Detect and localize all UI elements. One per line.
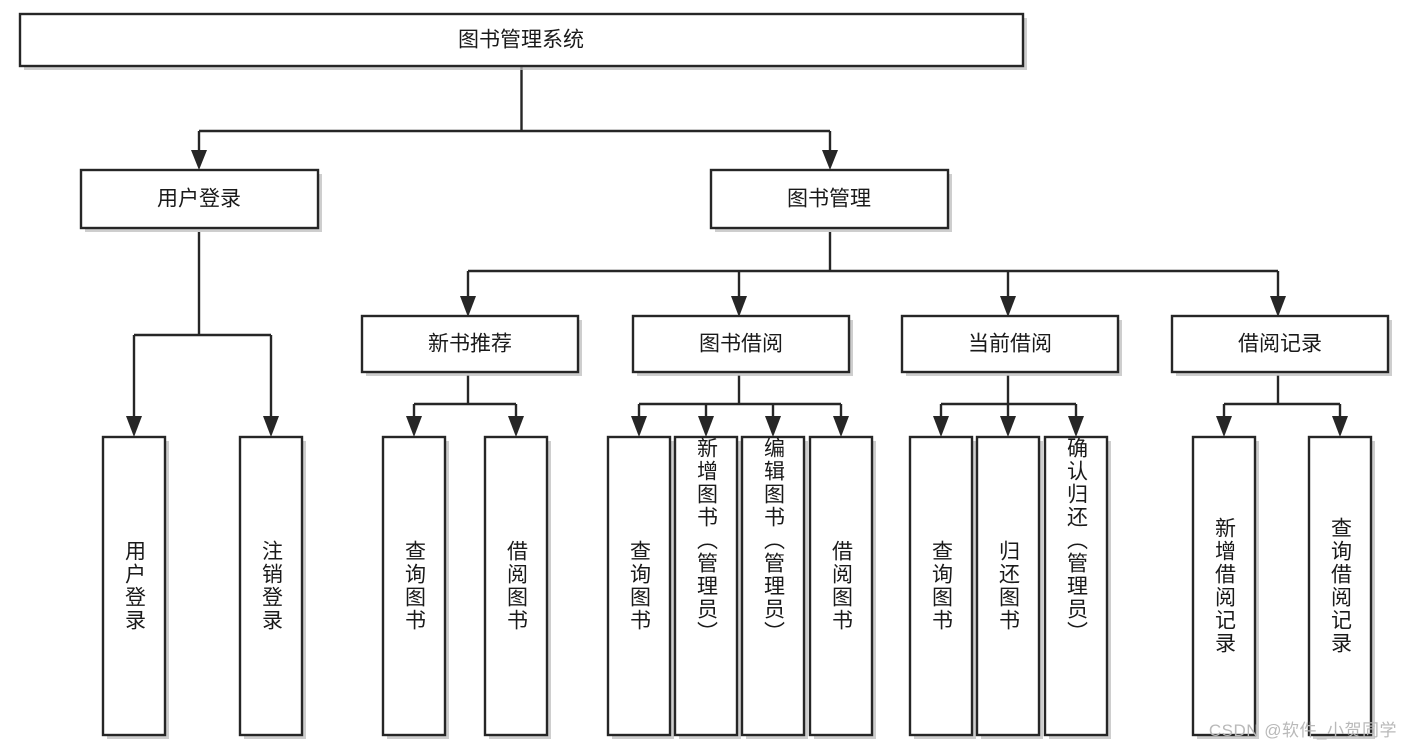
arrow-head-leaf-add-borrow-record: [1216, 416, 1232, 437]
node-book-management-label: 图书管理: [787, 188, 871, 211]
arrow-head-leaf-query-book-2: [631, 416, 647, 437]
leaf-user-login[interactable]: [101, 435, 169, 739]
node-new-book-recommend-label: 新书推荐: [428, 333, 512, 356]
arrow-head-leaf-query-book-1: [406, 416, 422, 437]
csdn-watermark: CSDN @软件_小贺同学: [1208, 721, 1397, 740]
leaf-confirm-return[interactable]: [1043, 435, 1111, 739]
arrow-head-leaf-logout-login: [263, 416, 279, 437]
arrow-head-leaf-query-book-3: [933, 416, 949, 437]
node-new-book-recommend[interactable]: 新书推荐: [360, 314, 582, 376]
node-layer: 图书管理系统 用户登录 图书管理 新书推荐: [18, 12, 1392, 739]
node-new-book-recommend-box: [360, 314, 580, 374]
leaf-borrow-book-2-box: [808, 435, 874, 737]
leaf-query-book-2-box: [606, 435, 672, 737]
arrow-head-book-management: [822, 150, 838, 170]
node-borrow-record[interactable]: 借阅记录: [1170, 314, 1392, 376]
arrow-head-leaf-borrow-book-1: [508, 416, 524, 437]
leaf-borrow-book-2[interactable]: [808, 435, 876, 739]
arrow-head-leaf-edit-book: [765, 416, 781, 437]
leaf-query-book-1-box: [381, 435, 447, 737]
arrow-head-book-borrow: [731, 296, 747, 317]
node-user-login-box: [79, 168, 320, 230]
leaf-query-book-3-box: [908, 435, 974, 737]
leaf-query-book-1[interactable]: [381, 435, 449, 739]
node-user-login-label: 用户登录: [157, 188, 241, 211]
node-book-management[interactable]: 图书管理: [709, 168, 952, 232]
leaf-return-book[interactable]: [975, 435, 1043, 739]
leaf-query-borrow-record[interactable]: [1307, 435, 1375, 739]
node-current-borrow[interactable]: 当前借阅: [900, 314, 1122, 376]
node-borrow-record-box: [1170, 314, 1390, 374]
arrow-head-leaf-return-book: [1000, 416, 1016, 437]
arrow-head-leaf-confirm-return: [1068, 416, 1084, 437]
arrow-head-leaf-borrow-book-2: [833, 416, 849, 437]
arrow-head-leaf-user-login: [126, 416, 142, 437]
node-root[interactable]: 图书管理系统: [18, 12, 1027, 70]
leaf-confirm-return-box: [1043, 435, 1109, 737]
arrow-head-leaf-query-borrow-record: [1332, 416, 1348, 437]
node-borrow-record-label: 借阅记录: [1238, 333, 1322, 356]
node-user-login[interactable]: 用户登录: [79, 168, 322, 232]
node-book-management-box: [709, 168, 950, 230]
arrow-head-user-login: [191, 150, 207, 170]
leaf-user-login-box: [101, 435, 167, 737]
leaf-add-book[interactable]: [673, 435, 741, 739]
leaf-borrow-book-1-box: [483, 435, 549, 737]
leaf-add-borrow-record-box: [1191, 435, 1257, 737]
arrow-head-leaf-add-book: [698, 416, 714, 437]
node-book-borrow-box: [631, 314, 851, 374]
leaf-logout-login[interactable]: [238, 435, 306, 739]
leaf-logout-login-box: [238, 435, 304, 737]
leaf-query-borrow-record-box: [1307, 435, 1373, 737]
node-current-borrow-label: 当前借阅: [968, 333, 1052, 356]
leaf-edit-book-box: [740, 435, 806, 737]
arrow-head-borrow-record: [1270, 296, 1286, 317]
leaf-return-book-box: [975, 435, 1041, 737]
leaf-add-book-box: [673, 435, 739, 737]
leaf-edit-book[interactable]: [740, 435, 808, 739]
node-root-label: 图书管理系统: [458, 29, 584, 52]
connector-layer: [126, 66, 1348, 437]
node-current-borrow-box: [900, 314, 1120, 374]
node-root-box: [18, 12, 1025, 68]
leaf-query-book-2[interactable]: [606, 435, 674, 739]
node-book-borrow[interactable]: 图书借阅: [631, 314, 853, 376]
leaf-query-book-3[interactable]: [908, 435, 976, 739]
node-book-borrow-label: 图书借阅: [699, 333, 783, 356]
leaf-borrow-book-1[interactable]: [483, 435, 551, 739]
arrow-head-current-borrow: [1000, 296, 1016, 317]
leaf-add-borrow-record[interactable]: [1191, 435, 1259, 739]
arrow-head-new-book-recommend: [460, 296, 476, 317]
